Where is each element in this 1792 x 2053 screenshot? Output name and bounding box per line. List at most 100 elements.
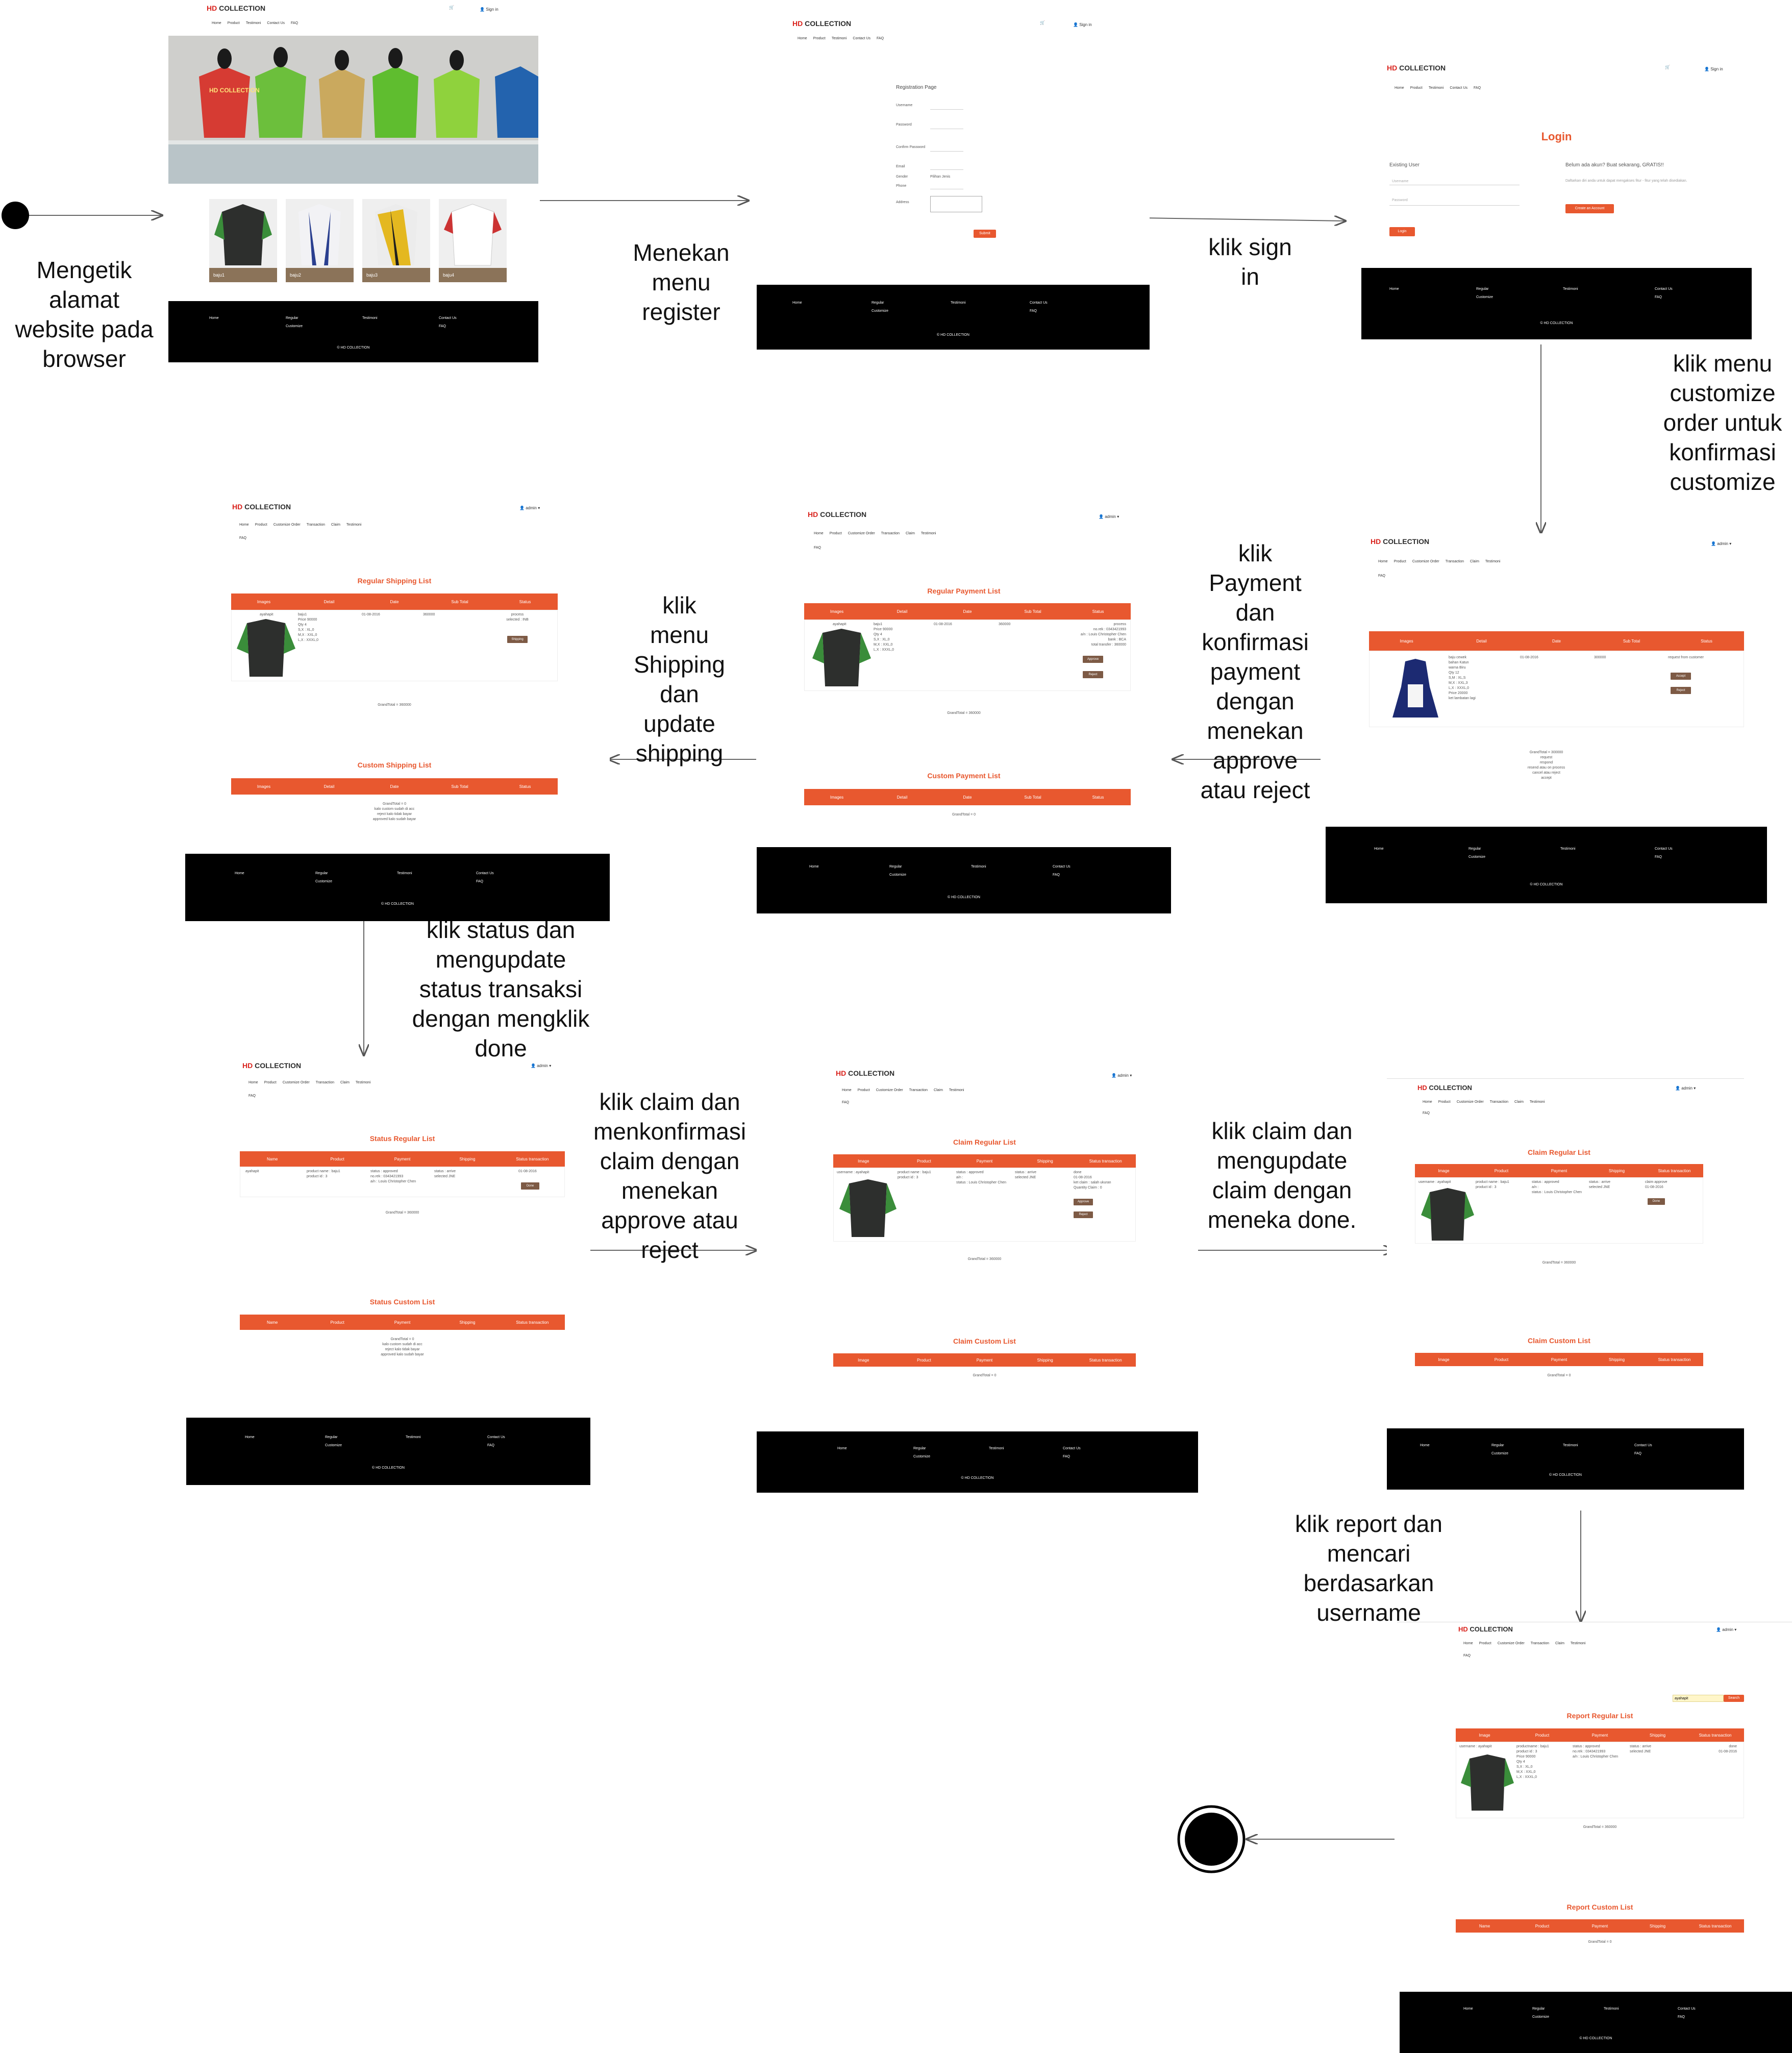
shipping-button[interactable]: Shipping xyxy=(507,636,528,643)
nav-contact[interactable]: Contact Us xyxy=(267,21,285,25)
footer-testimoni[interactable]: Testimoni xyxy=(1604,2007,1619,2011)
footer-regular[interactable]: Regular xyxy=(1532,2007,1545,2011)
password-input[interactable] xyxy=(1389,205,1520,206)
footer-home[interactable]: Home xyxy=(209,316,219,320)
nav-transaction[interactable]: Transaction xyxy=(306,523,326,527)
done-button[interactable]: Done xyxy=(521,1182,539,1190)
nav-home[interactable]: Home xyxy=(212,21,221,25)
nav-product[interactable]: Product xyxy=(1410,86,1423,90)
nav-faq[interactable]: FAQ xyxy=(291,21,298,25)
nav-faq[interactable]: FAQ xyxy=(1474,86,1481,90)
cart-icon[interactable]: 🛒 xyxy=(449,5,454,10)
footer-regular[interactable]: Regular xyxy=(315,872,328,875)
reject-button[interactable]: Reject xyxy=(1074,1211,1093,1218)
footer-regular[interactable]: Regular xyxy=(889,865,902,869)
nav-transaction[interactable]: Transaction xyxy=(315,1081,335,1084)
footer-regular[interactable]: Regular xyxy=(1491,1444,1504,1447)
footer-home[interactable]: Home xyxy=(1389,287,1399,291)
nav-testimoni[interactable]: Testimoni xyxy=(831,37,847,40)
search-input[interactable]: ayahapit xyxy=(1673,1695,1724,1702)
nav-testimoni[interactable]: Testimoni xyxy=(1428,86,1444,90)
nav-home[interactable]: Home xyxy=(842,1089,852,1092)
footer-contact[interactable]: Contact Us xyxy=(1655,847,1673,851)
gender-select[interactable]: Pilihan Jenis xyxy=(930,175,951,179)
footer-regular[interactable]: Regular xyxy=(325,1436,338,1439)
footer-customize[interactable]: Customize xyxy=(1476,295,1494,299)
nav-home[interactable]: Home xyxy=(1395,86,1404,90)
nav-customize[interactable]: Customize Order xyxy=(876,1089,903,1092)
nav-transaction[interactable]: Transaction xyxy=(1489,1100,1509,1104)
footer-customize[interactable]: Customize xyxy=(286,325,303,328)
footer-contact[interactable]: Contact Us xyxy=(1678,2007,1696,2011)
footer-home[interactable]: Home xyxy=(1374,847,1384,851)
nav-testimoni[interactable]: Testimoni xyxy=(355,1081,371,1084)
footer-customize[interactable]: Customize xyxy=(913,1455,931,1458)
nav-home[interactable]: Home xyxy=(1463,1642,1473,1645)
nav-home[interactable]: Home xyxy=(1378,560,1388,563)
sign-in-link[interactable]: 👤 Sign in xyxy=(1704,67,1723,71)
footer-testimoni[interactable]: Testimoni xyxy=(951,301,966,305)
footer-home[interactable]: Home xyxy=(809,865,819,869)
footer-testimoni[interactable]: Testimoni xyxy=(397,872,412,875)
create-account-button[interactable]: Create an Account xyxy=(1565,204,1614,213)
admin-menu[interactable]: 👤 admin ▾ xyxy=(1111,1073,1132,1078)
footer-testimoni[interactable]: Testimoni xyxy=(989,1447,1004,1450)
footer-faq[interactable]: FAQ xyxy=(1655,295,1662,299)
nav-home[interactable]: Home xyxy=(248,1081,258,1084)
nav-product[interactable]: Product xyxy=(1393,560,1406,563)
admin-menu[interactable]: 👤 admin ▾ xyxy=(1716,1627,1737,1632)
nav-faq[interactable]: FAQ xyxy=(1378,574,1386,578)
footer-regular[interactable]: Regular xyxy=(1476,287,1489,291)
reject-button[interactable]: Reject xyxy=(1671,687,1691,694)
nav-home[interactable]: Home xyxy=(239,523,249,527)
address-textarea[interactable] xyxy=(930,196,982,212)
footer-faq[interactable]: FAQ xyxy=(439,325,446,328)
reject-button[interactable]: Reject xyxy=(1083,671,1103,678)
nav-contact[interactable]: Contact Us xyxy=(853,37,871,40)
footer-home[interactable]: Home xyxy=(245,1436,255,1439)
footer-contact[interactable]: Contact Us xyxy=(1655,287,1673,291)
footer-customize[interactable]: Customize xyxy=(1532,2015,1550,2019)
nav-testimoni[interactable]: Testimoni xyxy=(920,532,936,535)
footer-regular[interactable]: Regular xyxy=(1469,847,1481,851)
nav-claim[interactable]: Claim xyxy=(934,1089,943,1092)
nav-claim[interactable]: Claim xyxy=(1555,1642,1564,1645)
footer-regular[interactable]: Regular xyxy=(913,1447,926,1450)
footer-faq[interactable]: FAQ xyxy=(476,880,484,883)
nav-transaction[interactable]: Transaction xyxy=(1445,560,1464,563)
nav-customize[interactable]: Customize Order xyxy=(1412,560,1439,563)
done-button[interactable]: Done xyxy=(1648,1198,1665,1205)
footer-contact[interactable]: Contact Us xyxy=(439,316,457,320)
sign-in-link[interactable]: 👤 Sign in xyxy=(1073,22,1092,27)
footer-faq[interactable]: FAQ xyxy=(1678,2015,1685,2019)
footer-faq[interactable]: FAQ xyxy=(1030,309,1037,313)
nav-customize[interactable]: Customize Order xyxy=(848,532,875,535)
product-tile[interactable]: baju3 xyxy=(362,199,430,282)
footer-faq[interactable]: FAQ xyxy=(1053,873,1060,877)
footer-faq[interactable]: FAQ xyxy=(1655,855,1662,859)
nav-customize[interactable]: Customize Order xyxy=(1456,1100,1484,1104)
nav-faq[interactable]: FAQ xyxy=(248,1094,256,1098)
submit-button[interactable]: Submit xyxy=(974,230,996,238)
product-tile[interactable]: baju4 xyxy=(439,199,507,282)
cart-icon[interactable]: 🛒 xyxy=(1040,20,1045,25)
nav-customize[interactable]: Customize Order xyxy=(1497,1642,1525,1645)
nav-testimoni[interactable]: Testimoni xyxy=(346,523,362,527)
nav-product[interactable]: Product xyxy=(813,37,826,40)
product-tile[interactable]: baju2 xyxy=(286,199,354,282)
nav-claim[interactable]: Claim xyxy=(340,1081,350,1084)
nav-testimoni[interactable]: Testimoni xyxy=(1485,560,1501,563)
footer-regular[interactable]: Regular xyxy=(286,316,298,320)
nav-testimoni[interactable]: Testimoni xyxy=(1529,1100,1545,1104)
footer-testimoni[interactable]: Testimoni xyxy=(1560,847,1576,851)
username-input[interactable] xyxy=(930,109,963,110)
footer-contact[interactable]: Contact Us xyxy=(1063,1447,1081,1450)
footer-testimoni[interactable]: Testimoni xyxy=(362,316,378,320)
footer-home[interactable]: Home xyxy=(1420,1444,1430,1447)
nav-testimoni[interactable]: Testimoni xyxy=(245,21,261,25)
footer-testimoni[interactable]: Testimoni xyxy=(406,1436,421,1439)
nav-testimoni[interactable]: Testimoni xyxy=(949,1089,964,1092)
nav-product[interactable]: Product xyxy=(227,21,240,25)
footer-home[interactable]: Home xyxy=(837,1447,847,1450)
footer-home[interactable]: Home xyxy=(1463,2007,1473,2011)
